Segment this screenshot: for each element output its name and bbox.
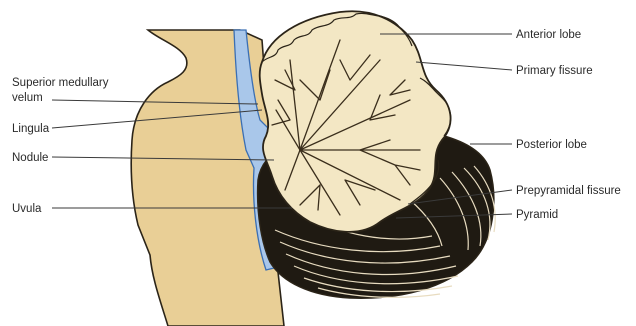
label-anterior-lobe: Anterior lobe	[516, 29, 581, 41]
label-superior-medullary-velum-line2: velum	[12, 92, 43, 104]
label-prepyramidal-fissure: Prepyramidal fissure	[516, 185, 621, 197]
label-posterior-lobe: Posterior lobe	[516, 139, 587, 151]
label-pyramid: Pyramid	[516, 209, 558, 221]
label-superior-medullary-velum-line1: Superior medullary	[12, 77, 109, 89]
label-lingula: Lingula	[12, 123, 50, 135]
leader-primary-fissure	[416, 62, 512, 70]
label-primary-fissure: Primary fissure	[516, 65, 593, 77]
label-uvula: Uvula	[12, 203, 42, 215]
label-nodule: Nodule	[12, 152, 48, 164]
